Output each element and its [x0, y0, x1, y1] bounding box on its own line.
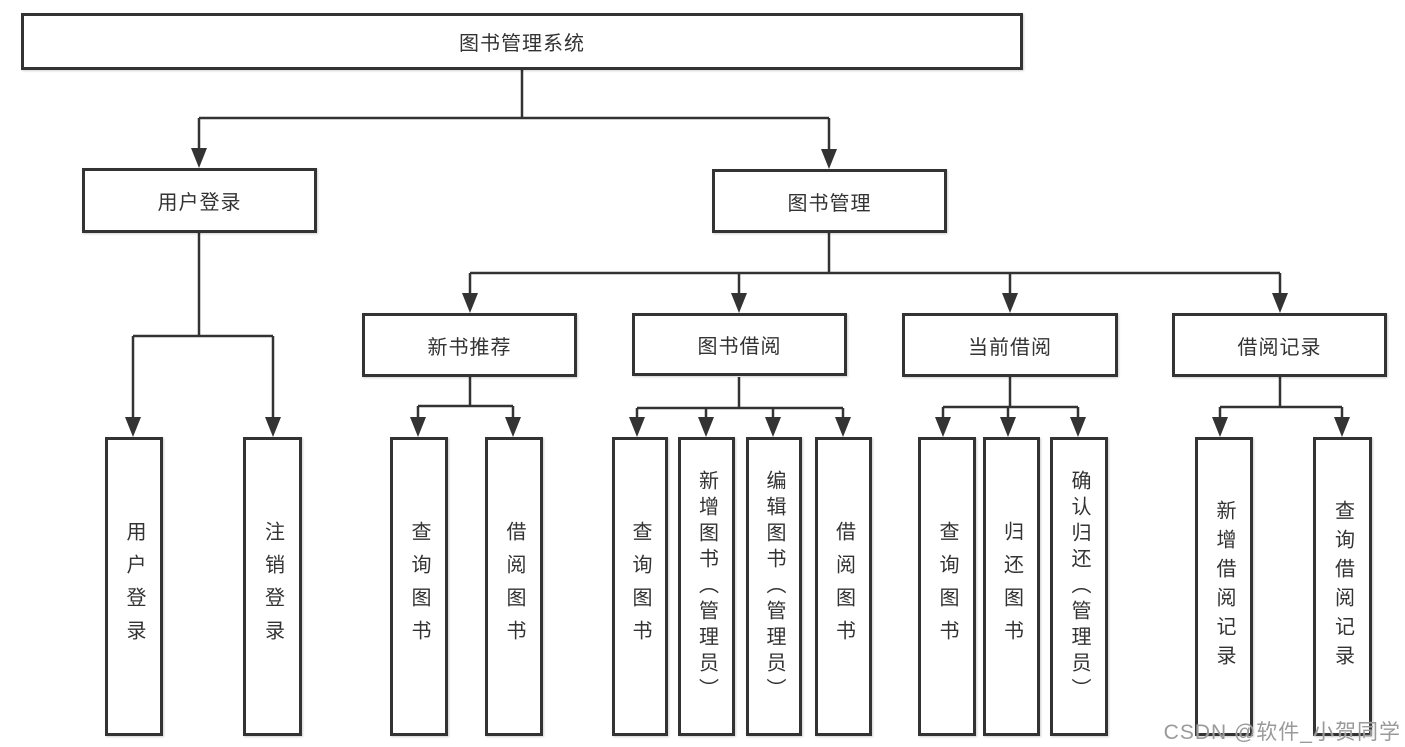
leaf-query-books-current: 查询图书: [918, 437, 976, 736]
node-new-book-recommend: 新书推荐: [362, 313, 577, 377]
leaf-label: 查询图书: [408, 520, 430, 653]
leaf-label: 注销登录: [261, 520, 284, 653]
leaf-add-book-admin: 新增图书（管理员）: [678, 437, 735, 736]
leaf-query-borrow-record: 查询借阅记录: [1313, 437, 1372, 736]
node-label: 当前借阅: [968, 336, 1052, 359]
node-user-login: 用户登录: [82, 168, 317, 233]
leaf-confirm-return-admin: 确认归还（管理员）: [1050, 437, 1108, 736]
leaf-query-books-recommend: 查询图书: [390, 437, 448, 736]
leaf-borrow-books-borrow: 借阅图书: [815, 437, 872, 736]
node-borrow-records: 借阅记录: [1172, 313, 1387, 377]
node-current-borrow: 当前借阅: [902, 313, 1118, 377]
leaf-label: 借阅图书: [503, 520, 525, 653]
arrowheads: [125, 148, 1350, 437]
node-label: 图书管理: [787, 192, 872, 215]
leaf-label: 新增借阅记录: [1213, 499, 1235, 674]
leaf-label: 查询图书: [936, 520, 958, 653]
node-book-management: 图书管理: [712, 169, 947, 233]
watermark: CSDN @软件_小贺同学: [1163, 721, 1401, 744]
node-root: 图书管理系统: [21, 13, 1023, 70]
node-label: 新书推荐: [427, 336, 512, 359]
leaf-add-borrow-record: 新增借阅记录: [1195, 437, 1253, 736]
leaf-label: 新增图书（管理员）: [695, 469, 718, 704]
leaf-label: 编辑图书（管理员）: [763, 469, 785, 704]
node-label: 用户登录: [157, 192, 242, 214]
leaf-label: 借阅图书: [832, 520, 855, 653]
leaf-label: 用户登录: [123, 520, 145, 653]
leaf-user-login: 用户登录: [105, 437, 163, 736]
leaf-query-books-borrow: 查询图书: [612, 437, 668, 736]
leaf-label: 归还图书: [1000, 520, 1023, 653]
leaf-edit-book-admin: 编辑图书（管理员）: [746, 437, 802, 736]
node-label: 借阅记录: [1237, 336, 1322, 359]
leaf-label: 查询图书: [629, 520, 651, 653]
leaf-label: 确认归还（管理员）: [1068, 469, 1090, 704]
leaf-label: 查询借阅记录: [1331, 499, 1354, 674]
node-label: 图书借阅: [697, 336, 782, 358]
node-book-borrow: 图书借阅: [632, 313, 847, 376]
leaf-return-book: 归还图书: [983, 437, 1040, 736]
leaf-logout: 注销登录: [243, 437, 302, 736]
leaf-borrow-books-recommend: 借阅图书: [485, 437, 543, 736]
node-label: 图书管理系统: [459, 33, 585, 55]
